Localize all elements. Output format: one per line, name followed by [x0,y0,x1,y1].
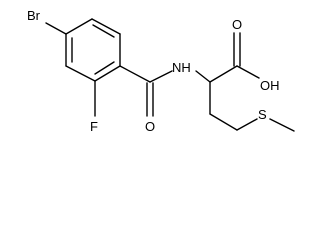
ring-bond [65,65,96,82]
benzene-ring [65,18,121,82]
bromine-label: Br [27,8,41,23]
ring-bond [94,65,121,82]
ring-bond [91,18,121,35]
ring-double-bond [94,61,115,75]
bromine-bond [45,22,67,35]
amide-nitrogen-label: NH [172,60,191,75]
side-chain-to-sulfur-bond [236,118,258,131]
ring-double-bond [92,24,115,38]
acid-to-hydroxyl-bond [236,65,260,79]
alpha-to-acid-bond [209,65,238,83]
carbonyl-to-nitrogen-bond [149,70,173,83]
sulfur-label: S [258,107,267,122]
sulfur-to-methyl-bond [269,118,295,132]
ring-to-carbonyl-bond [119,65,151,83]
nitrogen-to-alpha-bond [195,70,211,83]
acid-carbonyl-oxygen-label: O [232,17,242,32]
side-chain-bond [209,113,238,131]
acid-hydroxyl-label: OH [260,78,280,93]
molecule-diagram: Br F O NH O OH S [27,8,295,134]
amide-oxygen-label: O [145,119,155,134]
ring-bond [65,18,93,35]
fluorine-label: F [90,119,98,134]
